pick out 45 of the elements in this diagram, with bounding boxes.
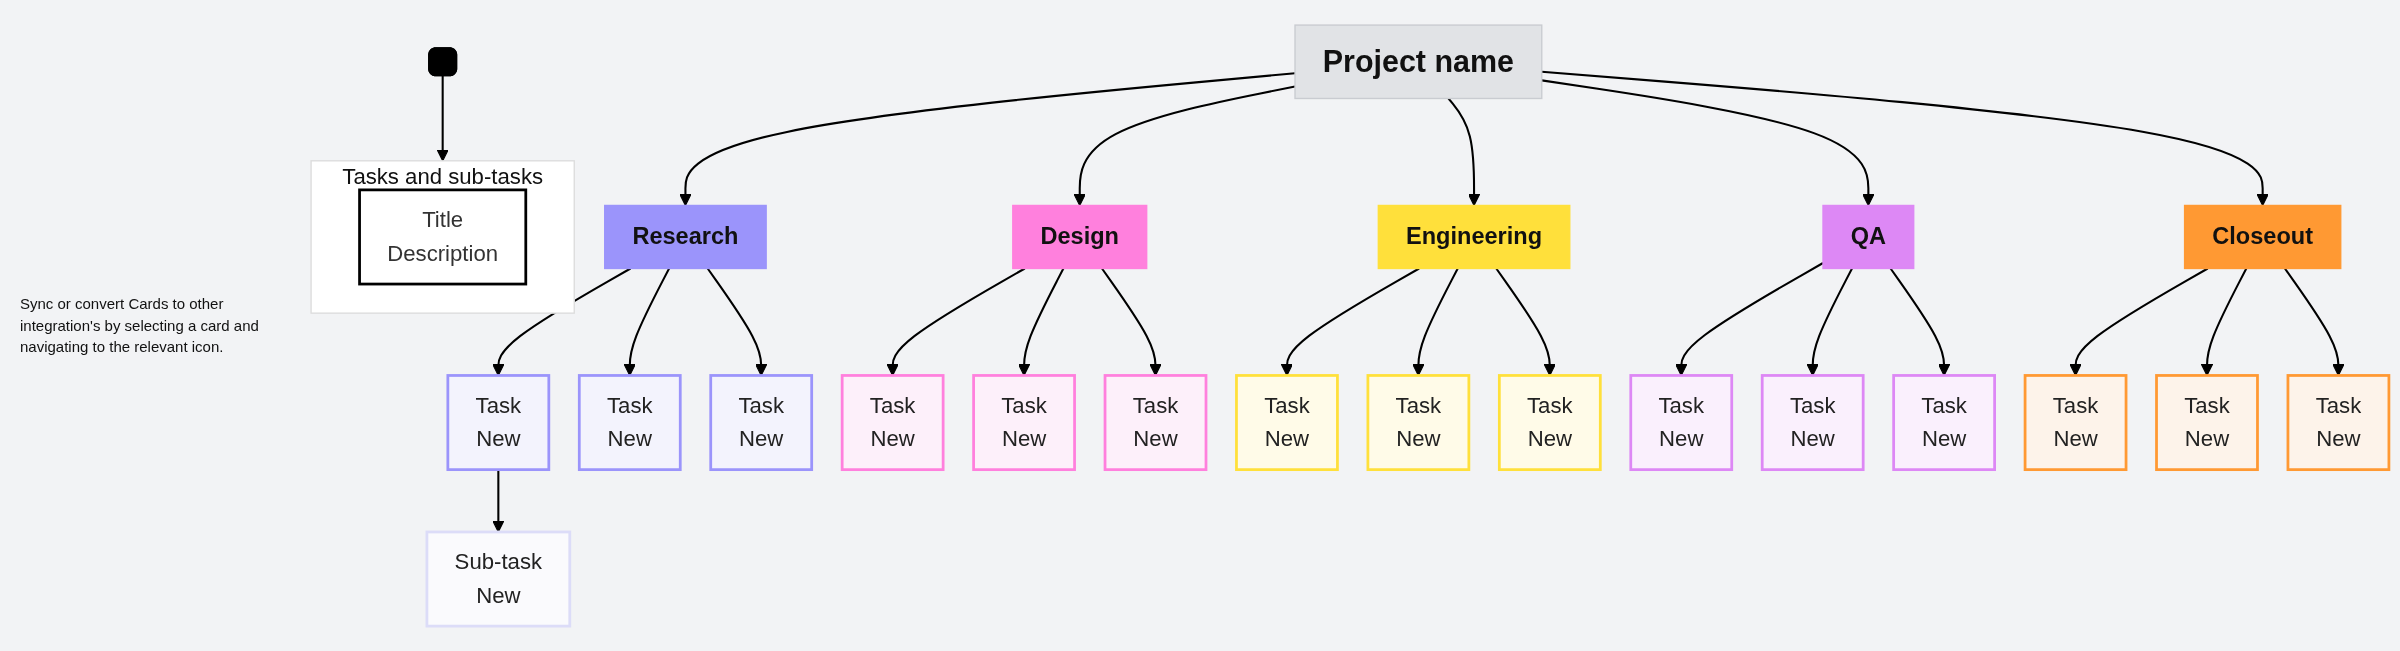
- note-text: Sync or convert Cards to other integration's by selecting a card and navigating to the relevant icon.: [20, 293, 260, 358]
- arrow: [679, 72, 1296, 206]
- arrow: [1447, 97, 1481, 206]
- node-box: Task New: [2286, 373, 2391, 471]
- arrow: [706, 267, 768, 376]
- node-box: Task New: [840, 373, 945, 471]
- arrow: [436, 75, 449, 162]
- node-box: QA: [1822, 204, 1915, 270]
- arrow: [1101, 267, 1162, 376]
- node-box: Research: [604, 204, 767, 270]
- arrow: [2200, 267, 2248, 376]
- node-box: Task New: [1892, 373, 1996, 471]
- arrow: [1495, 267, 1556, 376]
- node-box: Task New: [2023, 373, 2128, 471]
- arrow: [1889, 267, 1951, 376]
- node-box: Task New: [2155, 373, 2259, 471]
- node-box: Task New: [446, 373, 551, 471]
- arrow: [492, 267, 632, 376]
- arrow: [1412, 267, 1459, 376]
- node-box: Task New: [972, 373, 1076, 471]
- arrow: [1541, 79, 1875, 206]
- arrow: [1675, 261, 1824, 376]
- arrow: [2069, 267, 2209, 376]
- arrow: [1018, 267, 1065, 376]
- node-box: Sub-task New: [425, 530, 572, 628]
- arrow: [1280, 267, 1420, 376]
- arrow: [623, 267, 671, 376]
- arrow: [886, 267, 1026, 376]
- node-box: Engineering: [1377, 204, 1571, 270]
- node-box: Title Description: [358, 188, 528, 286]
- node-box: Task New: [1760, 373, 1865, 471]
- node-box: Task New: [1629, 373, 1734, 471]
- node-box: Task New: [1235, 373, 1339, 471]
- node-box: Task New: [577, 373, 682, 471]
- arrow: [1073, 85, 1296, 206]
- node-box: Task New: [709, 373, 814, 471]
- node-box: Design: [1012, 204, 1148, 270]
- arrow: [2284, 267, 2345, 376]
- node-box: Task New: [1497, 373, 1602, 471]
- arrow: [1541, 70, 2269, 206]
- arrow: [1806, 267, 1853, 376]
- node-box: Task New: [1366, 373, 1471, 471]
- node-box: Closeout: [2183, 204, 2342, 270]
- node-box: Task New: [1103, 373, 1208, 471]
- node-box: Project name: [1294, 24, 1543, 100]
